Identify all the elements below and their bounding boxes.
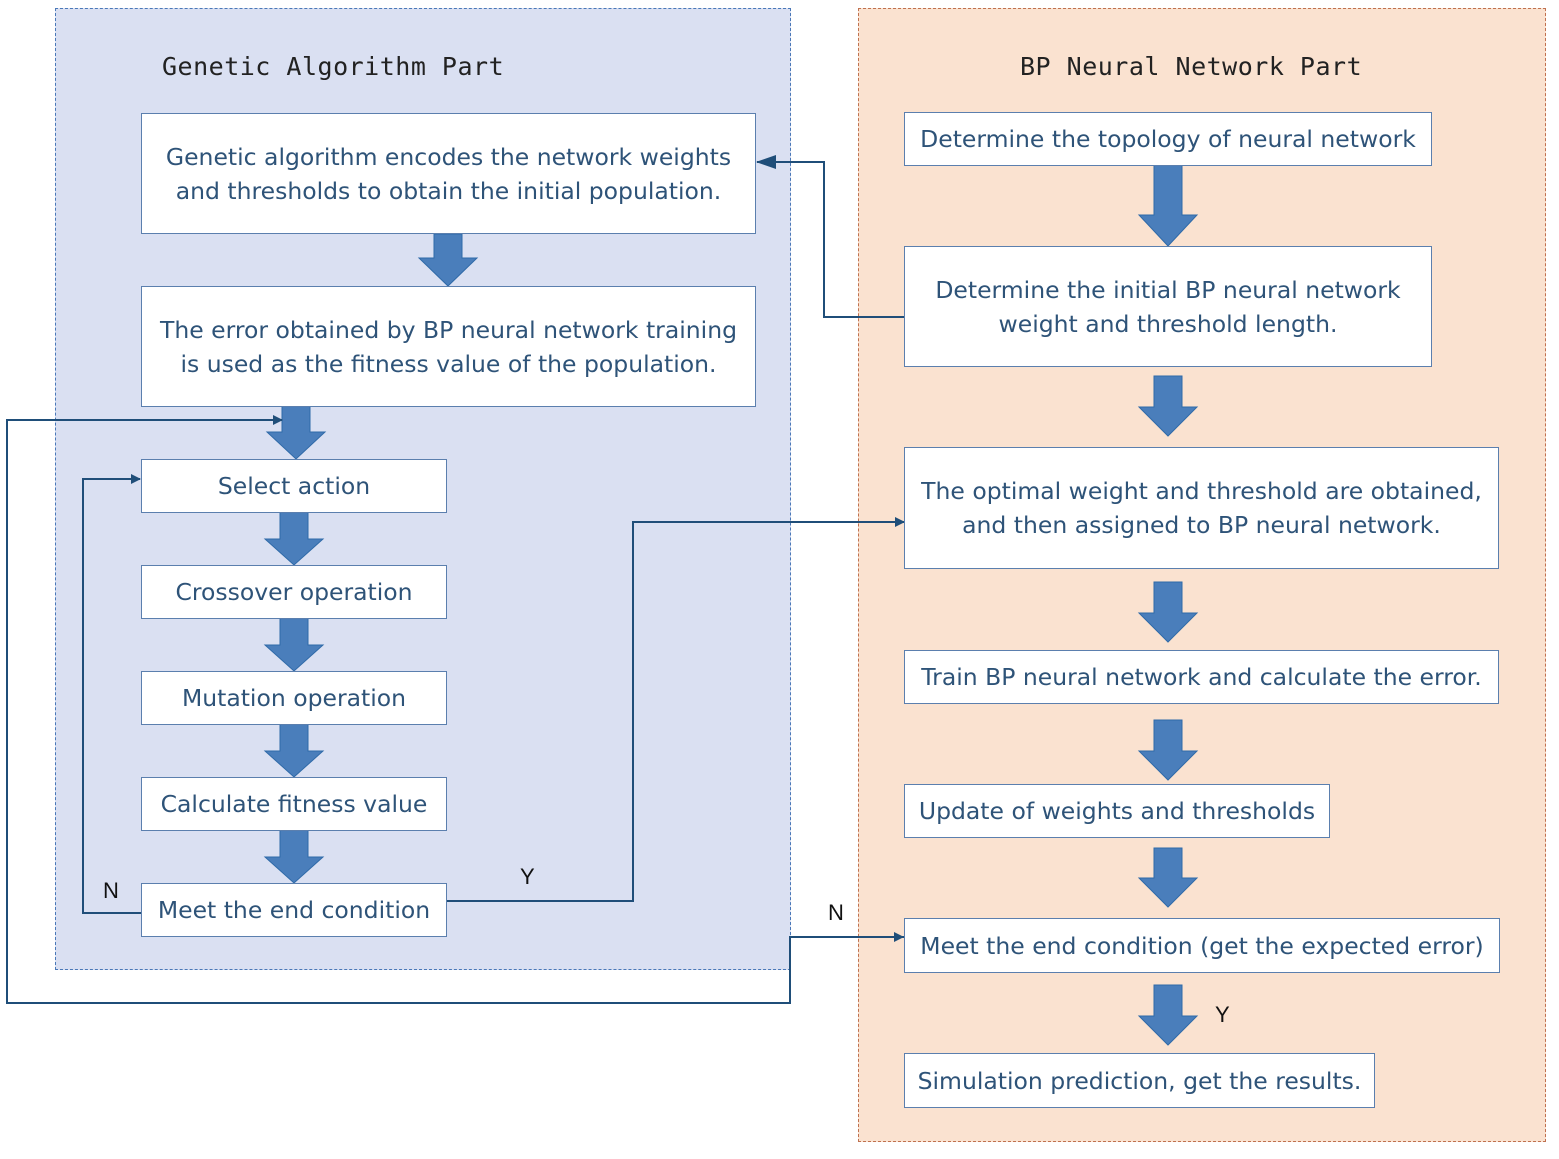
bp-yes-label: Y xyxy=(1215,1002,1230,1027)
ga-yes-label: Y xyxy=(520,864,535,889)
bp-panel-title: BP Neural Network Part xyxy=(1020,52,1363,81)
block-arrow-optimal-to-train xyxy=(1137,581,1199,643)
step-fitness-from-error: The error obtained by BP neural network … xyxy=(141,286,756,407)
bp-no-label: N xyxy=(828,900,844,925)
block-arrow-crossover-to-mutation xyxy=(263,617,325,672)
block-arrow-encode-to-fitness xyxy=(417,233,479,287)
step-update-weights: Update of weights and thresholds xyxy=(904,784,1330,838)
step-encode-population: Genetic algorithm encodes the network we… xyxy=(141,113,756,234)
step-train-network: Train BP neural network and calculate th… xyxy=(904,650,1499,704)
block-arrow-select-to-crossover xyxy=(263,511,325,566)
block-arrow-train-to-update xyxy=(1137,719,1199,781)
block-arrow-length-to-optimal xyxy=(1137,375,1199,437)
connector-length-to-encode xyxy=(756,155,904,318)
step-crossover-operation: Crossover operation xyxy=(141,565,447,619)
block-arrow-mutation-to-fitness xyxy=(263,723,325,778)
step-determine-topology: Determine the topology of neural network xyxy=(904,112,1432,166)
step-select-action: Select action xyxy=(141,459,447,513)
step-assign-optimal-weights: The optimal weight and threshold are obt… xyxy=(904,447,1499,569)
step-initial-weight-length: Determine the initial BP neural network … xyxy=(904,246,1432,367)
connector-ga-end-no-loop xyxy=(82,474,141,914)
connector-ga-end-yes xyxy=(446,517,905,902)
block-arrow-end-to-simulate xyxy=(1137,984,1199,1046)
block-arrow-fitness-to-select xyxy=(265,405,327,460)
step-calculate-fitness: Calculate fitness value xyxy=(141,777,447,831)
ga-panel-title: Genetic Algorithm Part xyxy=(162,52,505,81)
step-ga-end-condition: Meet the end condition xyxy=(141,883,447,937)
step-mutation-operation: Mutation operation xyxy=(141,671,447,725)
block-arrow-fitness-to-end xyxy=(263,829,325,884)
step-simulation-prediction: Simulation prediction, get the results. xyxy=(904,1053,1375,1108)
block-arrow-topology-to-length xyxy=(1137,164,1199,247)
step-bp-end-condition: Meet the end condition (get the expected… xyxy=(904,918,1500,973)
ga-no-label: N xyxy=(103,878,119,903)
block-arrow-update-to-end xyxy=(1137,847,1199,908)
